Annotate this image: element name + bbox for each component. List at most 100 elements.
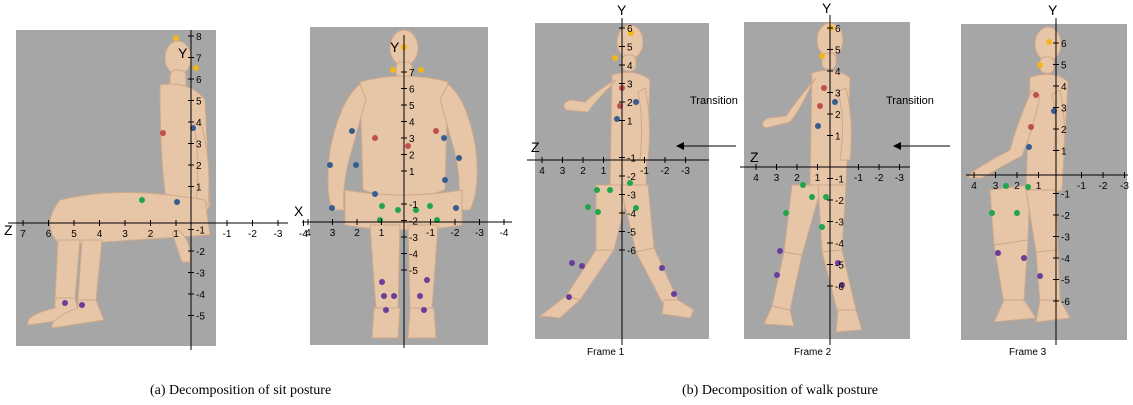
- joint-hip: [585, 204, 591, 210]
- tick-label: -2: [409, 217, 418, 228]
- tick-label: 4: [97, 229, 103, 240]
- tick-label: -2: [875, 173, 884, 184]
- tick-label: 2: [196, 161, 202, 172]
- joint-knee: [379, 279, 385, 285]
- joint-elbow: [353, 162, 359, 168]
- joint-hip: [594, 187, 600, 193]
- y-axis-label: Y: [178, 45, 188, 61]
- joint-neck: [390, 67, 396, 73]
- tick-label: 2: [1014, 181, 1020, 192]
- y-axis-label: Y: [822, 0, 832, 16]
- tick-label: -5: [627, 228, 636, 239]
- tick-label: -5: [835, 261, 844, 272]
- joint-hip: [823, 194, 829, 200]
- tick-label: 3: [774, 173, 780, 184]
- joint-ankle: [417, 293, 423, 299]
- tick-label: 1: [196, 183, 202, 194]
- tick-label: -1: [627, 154, 636, 165]
- joint-neck: [418, 67, 424, 73]
- joint-neck: [819, 53, 825, 59]
- tick-label: 3: [835, 89, 841, 100]
- tick-label: 5: [1061, 61, 1067, 72]
- y-axis-label: Y: [617, 2, 627, 18]
- tick-label: -2: [451, 228, 460, 239]
- joint-shoulder: [349, 128, 355, 134]
- z-axis-label: Z: [531, 139, 540, 155]
- joint-hip: [595, 209, 601, 215]
- tick-label: -1: [1077, 181, 1086, 192]
- tick-label: -1: [426, 228, 435, 239]
- tick-label: 2: [354, 228, 360, 239]
- tick-label: 4: [539, 166, 545, 177]
- tick-label: 1: [1036, 181, 1042, 192]
- tick-label: 1: [815, 173, 821, 184]
- tick-label: 5: [71, 229, 77, 240]
- tick-label: -2: [1061, 211, 1070, 222]
- tick-label: 2: [835, 110, 841, 121]
- joint-hip: [783, 210, 789, 216]
- joint-ankle: [381, 293, 387, 299]
- tick-label: 3: [122, 229, 128, 240]
- tick-label: -5: [1061, 276, 1070, 287]
- tick-label: 6: [409, 85, 415, 96]
- tick-label: -3: [475, 228, 484, 239]
- joint-torso: [1033, 92, 1039, 98]
- tick-label: -3: [627, 191, 636, 202]
- joint-hip: [139, 197, 145, 203]
- tick-label: -1: [409, 200, 418, 211]
- tick-label: 1: [409, 167, 415, 178]
- joint-knee: [424, 277, 430, 283]
- joint-ankle: [62, 300, 68, 306]
- joint-torso: [372, 135, 378, 141]
- joint-hip: [427, 203, 433, 209]
- tick-label: 4: [196, 118, 202, 129]
- joint-wrist: [453, 205, 459, 211]
- tick-label: 3: [330, 228, 336, 239]
- joint-hip: [395, 207, 401, 213]
- tick-label: -5: [196, 312, 205, 323]
- joint-ankle: [383, 307, 389, 313]
- tick-label: -3: [835, 218, 844, 229]
- tick-label: 2: [148, 229, 154, 240]
- tick-label: -6: [627, 246, 636, 257]
- tick-label: 8: [196, 32, 202, 43]
- y-axis-label: Y: [390, 39, 400, 55]
- joint-elbow: [442, 177, 448, 183]
- joint-ankle: [79, 302, 85, 308]
- joint-torso: [1028, 124, 1034, 130]
- joint-hip: [819, 224, 825, 230]
- tick-label: 1: [379, 228, 385, 239]
- joint-ankle: [1037, 273, 1043, 279]
- tick-label: 4: [835, 67, 841, 78]
- joint-torso: [821, 85, 827, 91]
- joint-ankle: [391, 293, 397, 299]
- joint-ankle: [566, 294, 572, 300]
- tick-label: -1: [1061, 190, 1070, 201]
- tick-label: 5: [196, 97, 202, 108]
- walk-frame-2-panel: 4321-1-2-3 654321-1-2-3-4-5-6 Z Y Frame …: [740, 0, 910, 358]
- tick-label: 3: [560, 166, 566, 177]
- joint-hip: [1014, 210, 1020, 216]
- tick-label: -1: [196, 226, 205, 237]
- joint-knee: [777, 248, 783, 254]
- joint-knee: [1021, 255, 1027, 261]
- tick-label: 4: [409, 118, 415, 129]
- tick-label: 2: [1061, 125, 1067, 136]
- tick-label: 3: [1061, 104, 1067, 115]
- tick-label: -2: [248, 229, 257, 240]
- tick-label: 2: [409, 151, 415, 162]
- tick-label: -5: [409, 266, 418, 277]
- tick-label: 7: [196, 54, 202, 65]
- tick-label: -2: [196, 247, 205, 258]
- tick-label: 1: [173, 229, 179, 240]
- z-axis-label: Z: [4, 222, 13, 238]
- frame-label: Frame 2: [794, 347, 832, 358]
- joint-knee: [579, 263, 585, 269]
- joint-neck: [1037, 62, 1043, 68]
- tick-label: -2: [835, 196, 844, 207]
- tick-label: 3: [196, 140, 202, 151]
- tick-label: -1: [223, 229, 232, 240]
- walk-frame-1-panel: 4321-1-2-3 654321-1-2-3-4-5-6 Z Y Frame …: [527, 2, 709, 358]
- tick-label: 7: [20, 229, 26, 240]
